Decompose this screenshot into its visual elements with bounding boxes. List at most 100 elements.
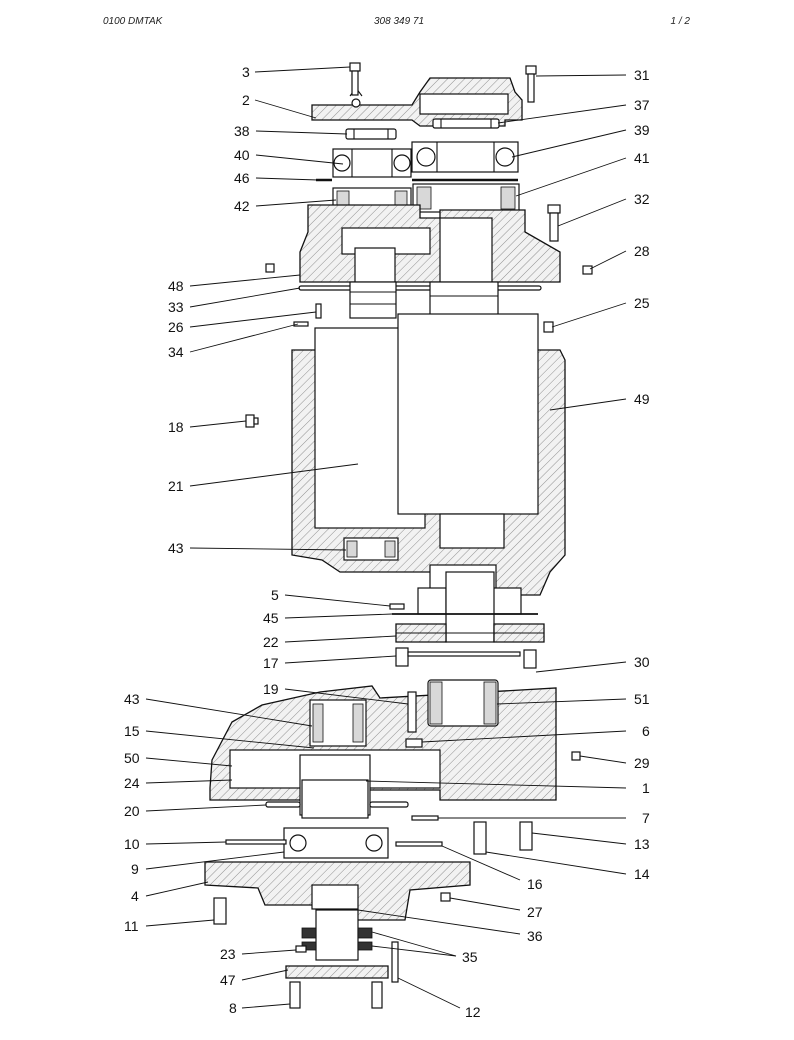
callout-label: 20: [124, 803, 140, 819]
callout-26: 26: [168, 311, 317, 335]
callout-17: 17: [263, 655, 397, 671]
callout-5: 5: [271, 587, 391, 607]
callout-12: 12: [397, 977, 481, 1020]
callout-25: 25: [551, 295, 650, 328]
callout-11: 11: [124, 918, 215, 934]
pin-19: [407, 691, 417, 733]
callout-label: 47: [220, 972, 236, 988]
plug-48: [265, 263, 275, 273]
screw-11: [213, 897, 227, 925]
bearing-41: [412, 183, 520, 213]
callout-35: 35: [371, 931, 478, 965]
callout-label: 6: [642, 723, 650, 739]
ring-51: [427, 679, 499, 727]
callout-1: 1: [365, 780, 650, 796]
callout-8: 8: [229, 1000, 291, 1016]
callout-label: 23: [220, 946, 236, 962]
callout-41: 41: [515, 150, 650, 197]
callout-48: 48: [168, 274, 301, 294]
callout-label: 33: [168, 299, 184, 315]
upper-housing: [299, 204, 561, 283]
callout-6: 6: [421, 723, 650, 743]
callout-label: 40: [234, 147, 250, 163]
callout-label: 50: [124, 750, 140, 766]
pin-20: [265, 801, 409, 808]
callout-label: 9: [131, 861, 139, 877]
callout-label: 48: [168, 278, 184, 294]
callout-label: 5: [271, 587, 279, 603]
pin-33: [298, 285, 542, 291]
callout-40: 40: [234, 147, 344, 165]
callout-31: 31: [535, 67, 650, 83]
rod-10: [225, 839, 287, 845]
header-document-code: 0100 DMTAK: [103, 16, 163, 27]
bearing-43-upper: [343, 537, 399, 561]
lower-bearing-pair: [417, 587, 522, 615]
pin-23: [295, 945, 307, 953]
callout-22: 22: [263, 634, 397, 650]
lower-gear-housing: [209, 685, 557, 816]
callout-label: 10: [124, 836, 140, 852]
callout-label: 49: [634, 391, 650, 407]
screw-13: [519, 821, 533, 851]
rod-16: [395, 841, 443, 847]
callout-label: 2: [242, 92, 250, 108]
callout-label: 11: [124, 918, 139, 934]
callout-label: 26: [168, 319, 184, 335]
screw-32: [547, 204, 561, 242]
callout-47: 47: [220, 969, 289, 988]
callout-16: 16: [441, 845, 543, 892]
callout-36: 36: [357, 909, 543, 944]
main-housing: [291, 313, 566, 606]
callout-label: 28: [634, 243, 650, 259]
plug-25: [543, 321, 554, 333]
callout-label: 29: [634, 755, 650, 771]
callout-label: 31: [634, 67, 650, 83]
shaft-36: [315, 909, 359, 961]
screw-17: [395, 647, 521, 667]
callout-label: 30: [634, 654, 650, 670]
callout-label: 25: [634, 295, 650, 311]
callout-label: 37: [634, 97, 650, 113]
callout-label: 24: [124, 775, 140, 791]
callout-7: 7: [438, 810, 650, 826]
callout-33: 33: [168, 287, 301, 315]
callout-label: 18: [168, 419, 184, 435]
callout-34: 34: [168, 323, 299, 360]
screw-14: [473, 821, 487, 855]
callout-label: 27: [527, 904, 543, 920]
dowel-26: [315, 303, 322, 319]
seal-37: [432, 118, 500, 129]
pin-7: [411, 815, 439, 821]
callout-label: 13: [634, 836, 650, 852]
callout-27: 27: [449, 897, 543, 920]
plug-28: [582, 265, 593, 275]
callout-21: 21: [168, 463, 359, 494]
bearing-40: [332, 148, 412, 178]
callout-label: 36: [527, 928, 543, 944]
callout-label: 1: [642, 780, 650, 796]
upper-shaft-right: [429, 281, 499, 317]
ring-22: [395, 623, 545, 643]
callout-label: 21: [168, 478, 184, 494]
callout-label: 38: [234, 123, 250, 139]
plug-27: [440, 892, 451, 902]
bearing-43-lower: [309, 699, 367, 747]
callout-15: 15: [124, 723, 315, 749]
callout-label: 7: [642, 810, 650, 826]
callout-32: 32: [557, 191, 650, 227]
rod-12: [391, 941, 399, 983]
bearing-9: [283, 827, 389, 859]
callout-4: 4: [131, 881, 209, 904]
callout-49: 49: [549, 391, 650, 411]
top-cover: [311, 77, 523, 127]
callout-46: 46: [234, 170, 319, 186]
callout-label: 15: [124, 723, 140, 739]
callout-43-upper: 43: [168, 540, 347, 556]
callout-38: 38: [234, 123, 348, 139]
callout-10: 10: [124, 836, 227, 852]
callout-label: 43: [124, 691, 140, 707]
seal-38: [345, 128, 397, 140]
pin-5: [389, 603, 405, 610]
